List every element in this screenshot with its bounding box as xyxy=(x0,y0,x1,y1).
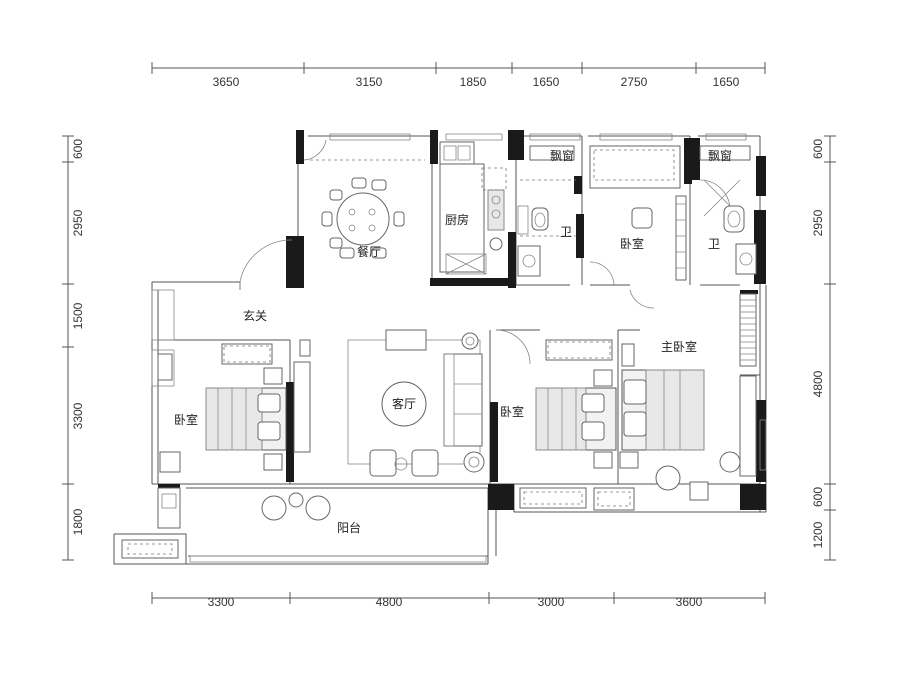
structural-walls xyxy=(158,130,766,510)
dim-top-2: 3150 xyxy=(356,75,383,89)
dim-left-5: 1800 xyxy=(71,508,85,535)
living-furniture xyxy=(347,329,485,477)
kitchen-fixtures xyxy=(439,141,507,275)
dim-top-1: 3650 xyxy=(213,75,240,89)
bedroom-mid-furniture xyxy=(495,329,635,511)
dim-left-4: 3300 xyxy=(71,402,85,429)
dim-left-1: 600 xyxy=(71,139,85,159)
dim-top-3: 1850 xyxy=(460,75,487,89)
dimension-lines xyxy=(62,62,836,604)
dim-right-3: 4800 xyxy=(811,370,825,397)
dim-top-5: 2750 xyxy=(621,75,648,89)
dim-bottom-3: 3000 xyxy=(538,595,565,609)
balcony-furniture xyxy=(121,487,331,559)
room-label-dining: 餐厅 xyxy=(357,244,381,259)
dim-bottom-4: 3600 xyxy=(676,595,703,609)
dim-left-2: 2950 xyxy=(71,209,85,236)
dim-bottom-2: 4800 xyxy=(376,595,403,609)
dining-table xyxy=(321,177,405,259)
bedroom-left-furniture xyxy=(157,339,311,473)
room-label-bedroom-left: 卧室 xyxy=(174,412,198,427)
bedroom-top-furniture xyxy=(589,145,687,309)
room-label-entry: 玄关 xyxy=(243,308,267,323)
room-label-bath-2: 卫 xyxy=(708,237,720,251)
room-label-kitchen: 厨房 xyxy=(445,212,469,227)
room-label-bath-1: 卫 xyxy=(560,225,572,239)
bath-1-fixtures xyxy=(517,145,576,277)
room-label-bay-window-2: 飘窗 xyxy=(708,149,732,163)
dim-left-3: 1500 xyxy=(71,302,85,329)
room-label-master-bedroom: 主卧室 xyxy=(661,339,697,354)
master-bedroom-furniture xyxy=(619,343,757,501)
dim-bottom-1: 3300 xyxy=(208,595,235,609)
room-label-bedroom-top: 卧室 xyxy=(620,236,644,251)
room-label-bay-window-1: 飘窗 xyxy=(550,149,574,163)
room-label-balcony: 阳台 xyxy=(337,520,361,535)
master-wardrobe xyxy=(739,293,757,367)
entry-door-swing xyxy=(239,239,293,283)
windows xyxy=(151,133,767,563)
dim-right-2: 2950 xyxy=(811,209,825,236)
dim-right-5: 1200 xyxy=(811,521,825,548)
dim-right-4: 600 xyxy=(811,487,825,507)
dim-top-4: 1650 xyxy=(533,75,560,89)
dim-right-1: 600 xyxy=(811,139,825,159)
bath-2-fixtures xyxy=(699,145,757,275)
room-label-living: 客厅 xyxy=(392,396,416,411)
dim-top-6: 1650 xyxy=(713,75,740,89)
dining-door-swing xyxy=(303,139,327,161)
room-label-bedroom-mid: 卧室 xyxy=(500,404,524,419)
